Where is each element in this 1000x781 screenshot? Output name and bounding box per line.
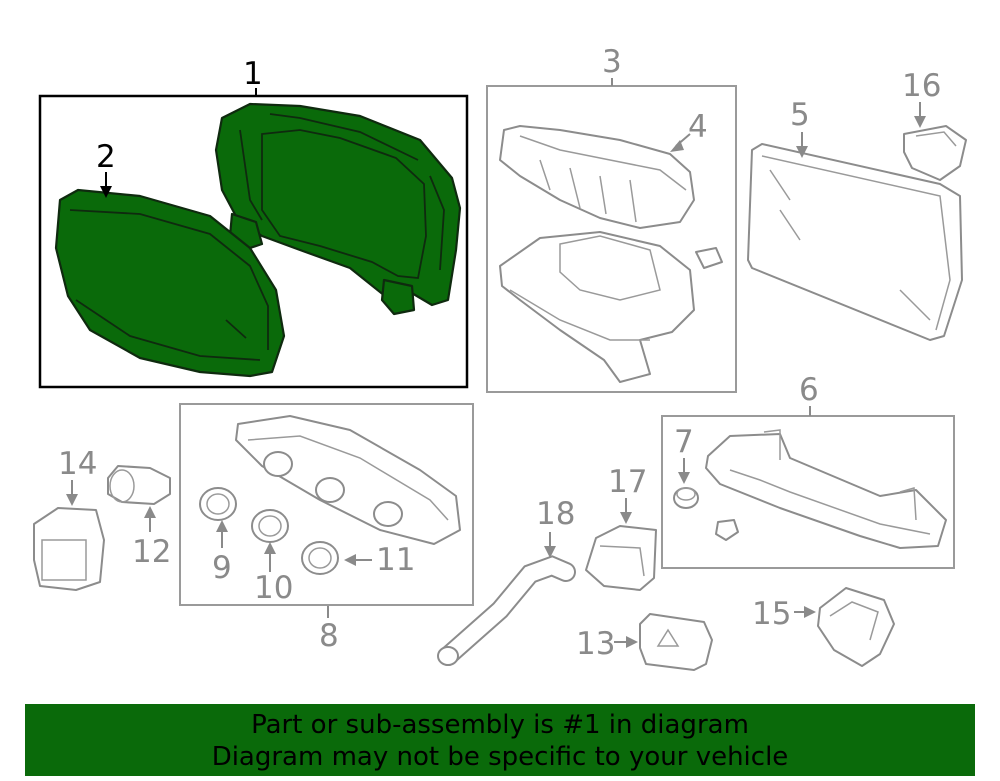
switch-part-15 — [817, 587, 895, 667]
knob-part-10 — [251, 509, 289, 543]
switch-part-16 — [903, 125, 967, 181]
banner-line-2: Diagram may not be specific to your vehi… — [211, 742, 789, 772]
lower-housing — [499, 231, 695, 383]
callout-5: 5 — [790, 97, 810, 133]
callout-6: 6 — [799, 372, 819, 408]
callout-13: 13 — [576, 626, 615, 662]
info-banner: Part or sub-assembly is #1 in diagram Di… — [25, 704, 975, 776]
callout-3: 3 — [602, 44, 622, 80]
callout-7: 7 — [674, 424, 694, 460]
switch-part-14 — [33, 507, 105, 591]
small-clip — [695, 247, 723, 269]
callout-11: 11 — [376, 542, 415, 578]
small-clip-6 — [715, 519, 739, 541]
hazard-switch-part-13 — [639, 613, 713, 671]
callout-15: 15 — [752, 596, 791, 632]
upper-cover-part-4 — [499, 125, 695, 229]
callout-9: 9 — [212, 550, 232, 586]
knob-part-7 — [673, 487, 699, 509]
callout-17: 17 — [608, 464, 647, 500]
display-screen-part-5 — [747, 143, 963, 341]
assembly-6-box — [661, 415, 955, 569]
callout-1: 1 — [243, 56, 263, 92]
callout-14: 14 — [58, 446, 97, 482]
cable-part-18 — [437, 555, 576, 666]
callout-2: 2 — [96, 139, 116, 175]
callout-18: 18 — [536, 496, 575, 532]
assembly-1-box — [38, 94, 469, 389]
callout-10: 10 — [254, 570, 293, 606]
banner-line-1: Part or sub-assembly is #1 in diagram — [251, 710, 749, 740]
callout-12: 12 — [132, 534, 171, 570]
console-panel — [705, 429, 947, 549]
knob-part-11 — [301, 541, 339, 575]
switch-part-17 — [585, 525, 657, 591]
climate-control-panel — [235, 415, 461, 545]
knob-part-9 — [199, 487, 237, 521]
callout-8: 8 — [319, 618, 339, 654]
callout-16: 16 — [902, 68, 941, 104]
callout-4: 4 — [688, 109, 708, 145]
switch-part-12 — [107, 465, 171, 505]
cluster-lens — [54, 188, 286, 378]
assembly-8-box — [179, 403, 474, 606]
